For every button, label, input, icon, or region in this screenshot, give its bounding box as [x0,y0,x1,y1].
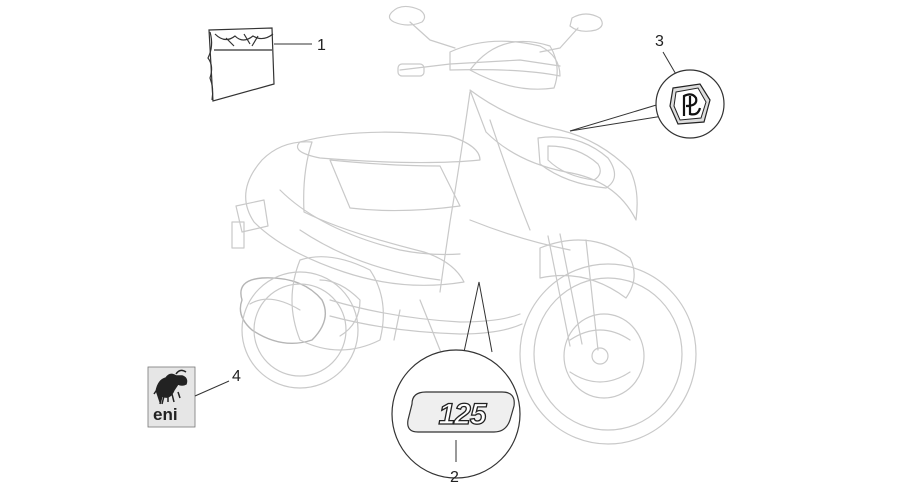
callout-1-label: 1 [317,37,326,54]
piaggio-badge-part: 3 [569,33,725,139]
callout-2-label: 2 [450,469,459,486]
eni-logo-text: eni [153,405,178,424]
decal-kit-part: 1 [207,27,326,102]
scooter-outline [231,5,697,445]
piaggio-badge-icon [669,83,711,125]
callout-3-label: 3 [655,33,664,50]
badge-125-text: 125 [438,398,487,431]
callout-4-label: 4 [232,368,241,385]
document-pack-icon [208,27,275,102]
badge-125-icon: 125 [407,391,515,433]
eni-sticker-part: eni 4 [147,366,241,428]
eni-six-legged-dog-icon [153,369,188,405]
badge-125-part: 125 2 [391,281,521,486]
